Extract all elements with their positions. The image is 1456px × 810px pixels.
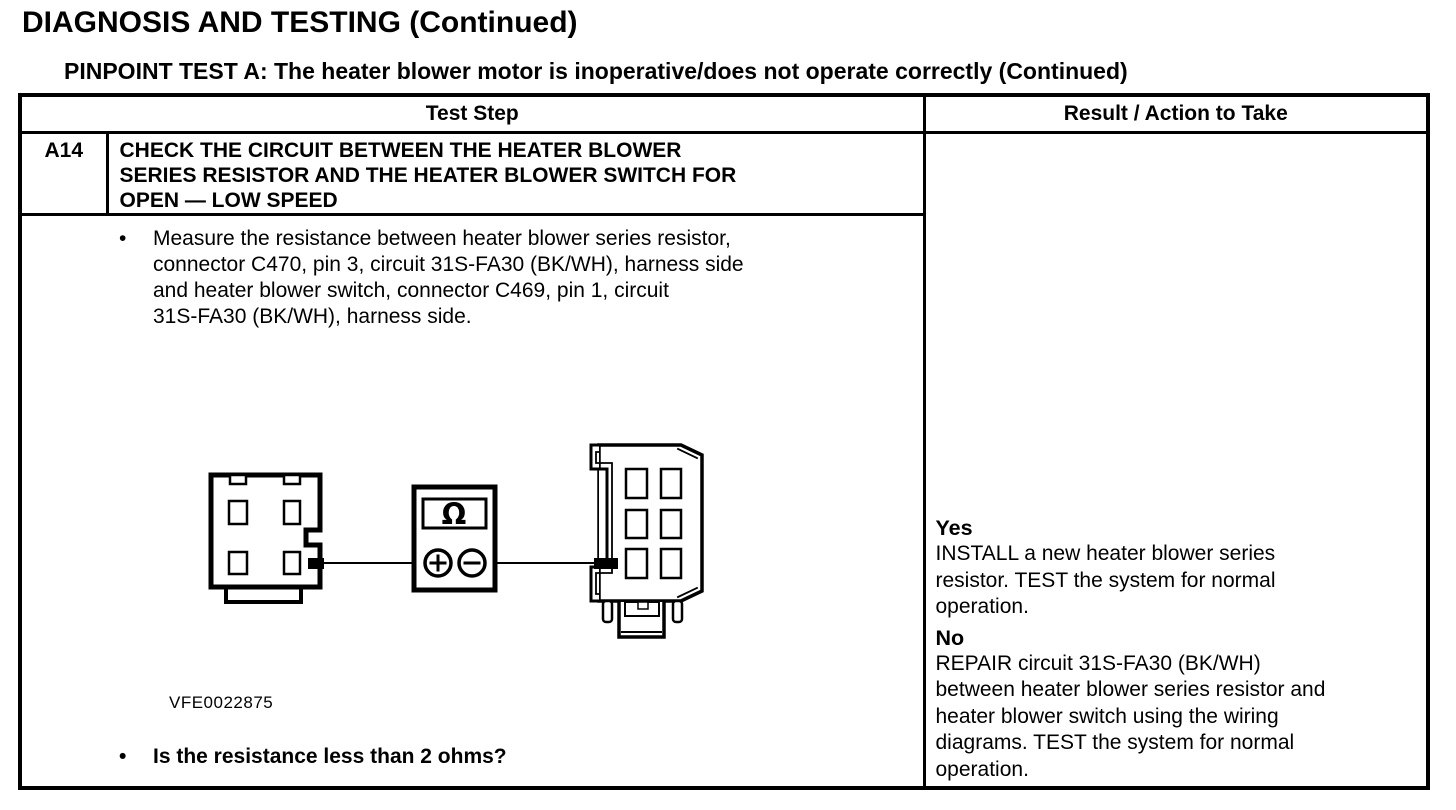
result-action-yes: INSTALL a new heater blower series resis… [935,542,1276,618]
connector-pin [624,547,649,580]
probe-tip [308,558,324,569]
connector-pin [282,550,302,576]
bullet-icon: • [119,745,127,768]
connector-slot [282,473,302,486]
left-connector [208,472,324,604]
page-title: DIAGNOSIS AND TESTING (Continued) [22,6,578,39]
right-connector [589,443,704,639]
result-column-header: Result / Action to Take [922,93,1430,134]
connector-pin [282,499,302,526]
connector-pin [624,467,649,500]
connector-pin [227,499,249,526]
result-cell: Yes INSTALL a new heater blower series r… [922,131,1430,790]
test-step-column-header: Test Step [18,93,926,134]
connector-leg [601,599,614,624]
instruction-text: Measure the resistance between heater bl… [153,227,744,328]
result-action-no: REPAIR circuit 31S-FA30 (BK/WH) between … [935,651,1326,781]
step-body-row: • Measure the resistance between heater … [18,213,1428,790]
ohm-symbol: Ω [442,497,467,531]
connector-latch-inner [595,451,613,595]
figure-id-label: VFE0022875 [169,693,274,712]
step-title: CHECK THE CIRCUIT BETWEEN THE HEATER BLO… [105,131,926,216]
table-header-row: Test Step Result / Action to Take [18,93,1430,134]
bullet-icon: • [119,227,127,250]
step-id: A14 [18,131,109,216]
connector-tab [617,600,666,639]
pinpoint-test-table: Test Step Result / Action to Take A14 CH… [18,93,1430,790]
ohmmeter: Ω [411,484,498,593]
connector-pin [659,467,683,500]
connector-leg [671,599,684,624]
connector-pin [227,550,249,576]
question-item: • Is the resistance less than 2 ohms? [119,744,507,770]
test-step-body-cell: • Measure the resistance between heater … [18,213,926,790]
connector-pin [659,547,683,580]
result-answer-no: No [935,625,965,650]
connector-pin [624,508,649,540]
resistance-test-diagram: Ω [208,443,704,639]
result-block-yes: Yes INSTALL a new heater blower series r… [936,515,1417,621]
pinpoint-test-subtitle: PINPOINT TEST A: The heater blower motor… [64,58,1128,84]
result-block-no: No REPAIR circuit 31S-FA30 (BK/WH) betwe… [936,625,1417,784]
connector-base [224,585,303,604]
step-title-row: A14 CHECK THE CIRCUIT BETWEEN THE HEATER… [18,131,1430,790]
connector-slot [228,473,248,486]
minus-terminal-icon [457,548,487,578]
question-text: Is the resistance less than 2 ohms? [153,745,507,768]
connector-pin [659,508,683,540]
instruction-item: • Measure the resistance between heater … [119,226,913,330]
probe-tip [594,558,618,569]
ohmmeter-display [421,497,488,530]
plus-terminal-icon [423,548,453,578]
result-answer-yes: Yes [935,516,973,540]
